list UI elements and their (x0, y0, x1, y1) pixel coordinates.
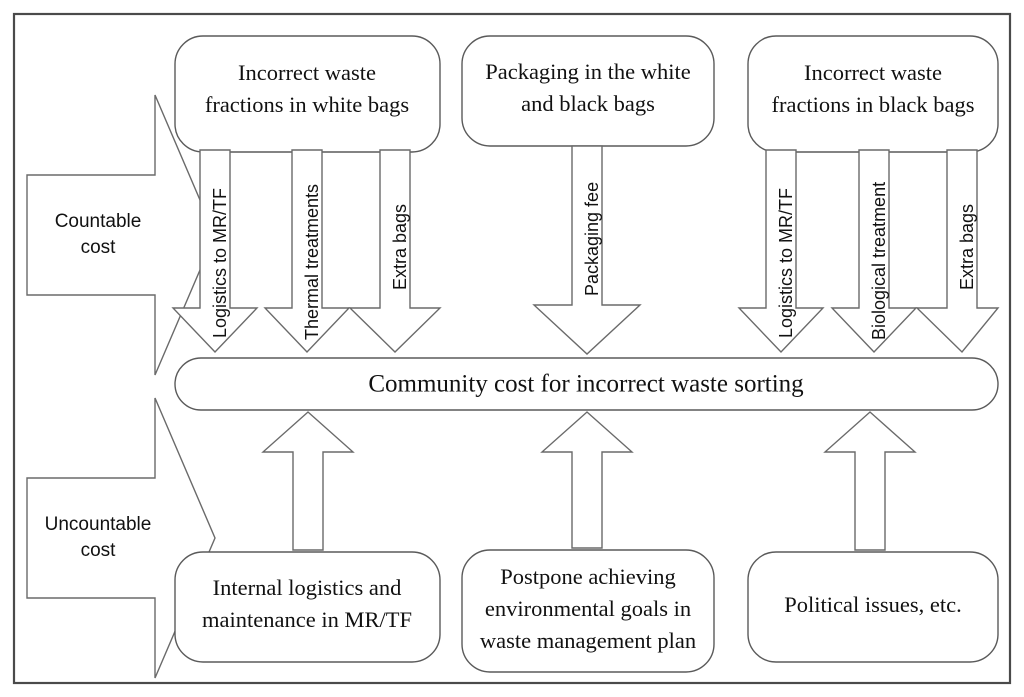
down-arrow-logistics-black-label: Logistics to MR/TF (776, 188, 796, 338)
down-arrow-thermal-shape (263, 149, 351, 354)
bottom-box-internal-logistics: Internal logistics and maintenance in MR… (174, 551, 441, 663)
up-arrow-political-shape (823, 411, 917, 551)
bottom-box-political-shape (747, 551, 999, 663)
bottom-box-postpone-goals-line2: environmental goals in (485, 596, 691, 621)
bottom-box-postpone-goals-shape (461, 549, 715, 673)
up-arrow-postpone-goals-shape (540, 411, 634, 549)
top-box-white-bags: Incorrect waste fractions in white bags (174, 35, 441, 153)
bottom-box-internal-logistics-shape (174, 551, 441, 663)
down-arrow-extra-bags-black-label: Extra bags (957, 204, 977, 290)
bottom-box-internal-logistics-line1: Internal logistics and (213, 575, 402, 600)
top-box-white-bags-line1: Incorrect waste (238, 60, 376, 85)
down-arrow-biological-label: Biological treatment (869, 182, 889, 340)
top-box-packaging: Packaging in the white and black bags (461, 35, 715, 147)
countable-cost-label-line2: cost (81, 237, 117, 258)
down-arrow-logistics-white-label: Logistics to MR/TF (210, 188, 230, 338)
top-box-black-bags: Incorrect waste fractions in black bags (747, 35, 999, 153)
down-arrow-logistics-black-shape (737, 149, 825, 354)
down-arrow-packaging-fee-shape (532, 145, 642, 355)
bottom-box-postpone-goals-line1: Postpone achieving (500, 564, 676, 589)
up-arrow-political (823, 411, 917, 551)
down-arrow-packaging-fee: Packaging fee (532, 145, 642, 355)
uncountable-cost-label-line2: cost (81, 540, 117, 561)
bottom-box-postpone-goals-line3: waste management plan (480, 628, 696, 653)
countable-cost-arrow-shape (26, 94, 216, 376)
down-arrow-thermal-label: Thermal treatments (302, 184, 322, 340)
top-box-black-bags-line1: Incorrect waste (804, 60, 942, 85)
down-arrow-logistics-black: Logistics to MR/TF (737, 149, 825, 354)
top-box-black-bags-line2: fractions in black bags (771, 92, 974, 117)
down-arrow-extra-bags-black: Extra bags (915, 149, 1000, 354)
down-arrow-thermal: Thermal treatments (263, 149, 351, 354)
top-box-packaging-line2: and black bags (521, 91, 655, 116)
down-arrow-packaging-fee-label: Packaging fee (582, 182, 602, 296)
uncountable-cost-label-line1: Uncountable (45, 514, 152, 535)
center-bar-community-cost: Community cost for incorrect waste sorti… (174, 357, 999, 411)
countable-cost-label-line1: Countable (55, 211, 142, 232)
down-arrow-extra-bags-white-shape (348, 149, 442, 353)
down-arrow-extra-bags-white: Extra bags (348, 149, 442, 353)
bottom-box-political-line1: Political issues, etc. (784, 592, 961, 617)
down-arrow-extra-bags-black-shape (915, 149, 1000, 354)
down-arrow-biological: Biological treatment (830, 149, 918, 354)
side-arrow-countable-cost: Countable cost (26, 94, 216, 376)
down-arrow-biological-shape (830, 149, 918, 354)
down-arrow-logistics-white-shape (171, 149, 259, 354)
down-arrow-logistics-white: Logistics to MR/TF (171, 149, 259, 354)
center-bar-label: Community cost for incorrect waste sorti… (368, 371, 804, 398)
up-arrow-postpone-goals (540, 411, 634, 549)
down-arrow-extra-bags-white-label: Extra bags (390, 204, 410, 290)
center-bar-shape (174, 357, 999, 411)
bottom-box-postpone-goals: Postpone achieving environmental goals i… (461, 549, 715, 673)
top-box-packaging-line1: Packaging in the white (485, 59, 691, 84)
top-box-white-bags-line2: fractions in white bags (205, 92, 409, 117)
up-arrow-internal-logistics (261, 411, 355, 551)
bottom-box-internal-logistics-line2: maintenance in MR/TF (202, 607, 412, 632)
up-arrow-internal-logistics-shape (261, 411, 355, 551)
bottom-box-political: Political issues, etc. (747, 551, 999, 663)
